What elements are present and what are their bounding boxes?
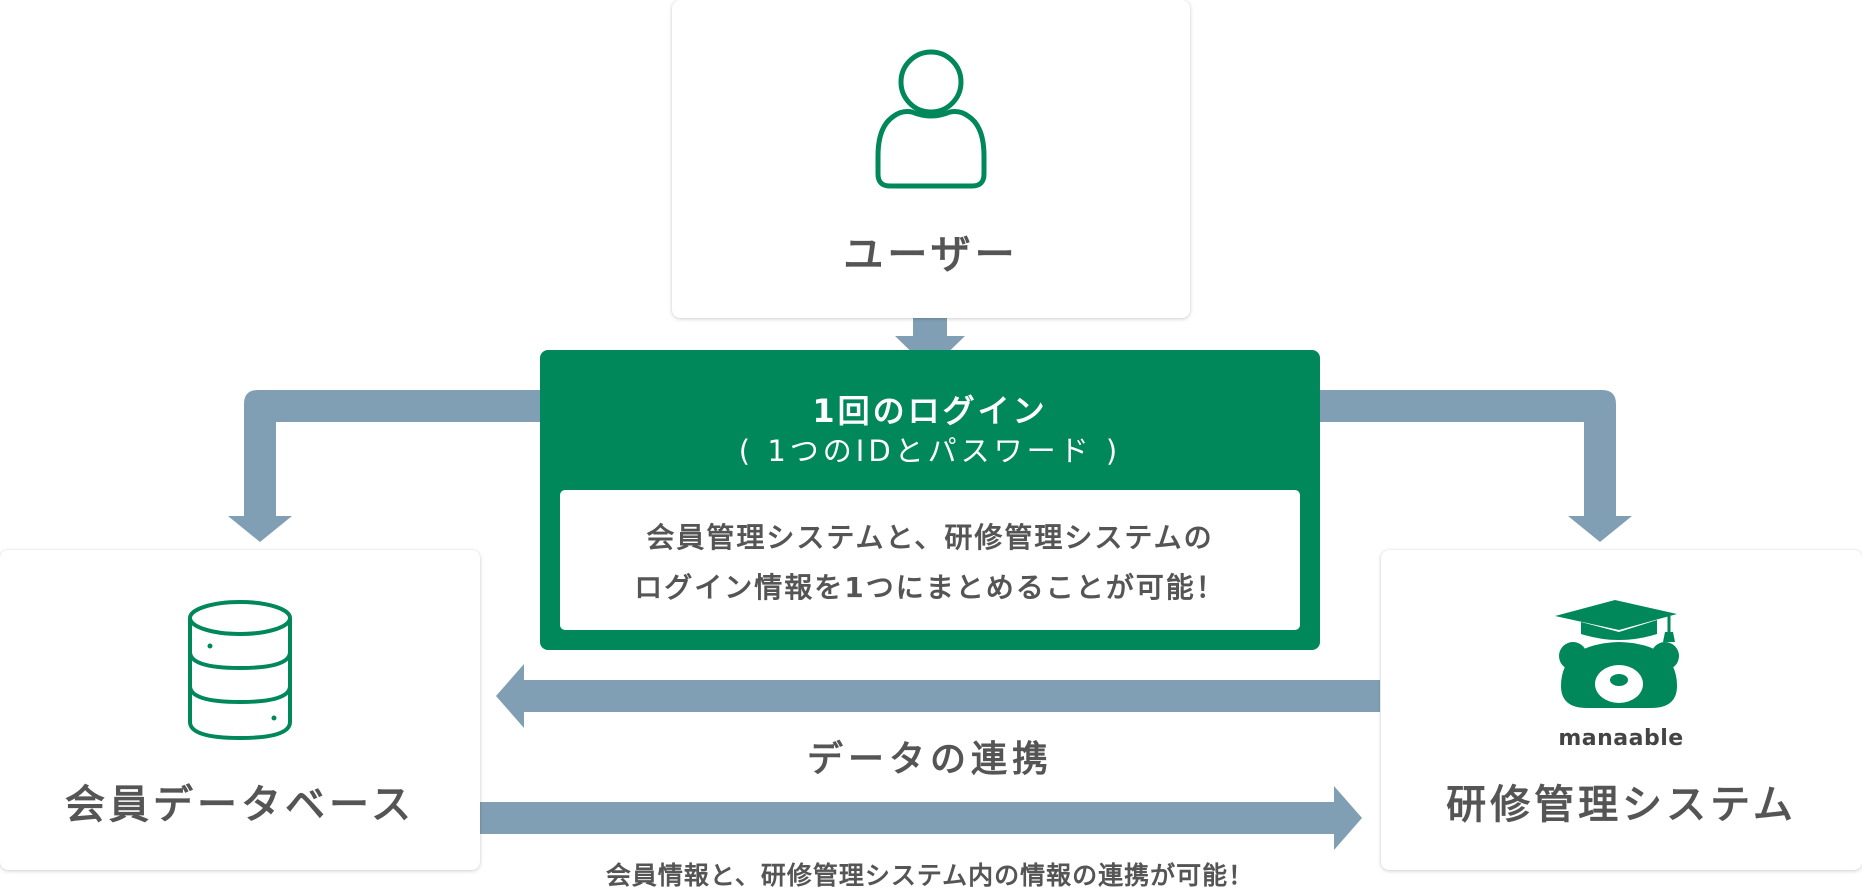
login-description-line-2: ログイン情報を1つにまとめることが可能！ <box>634 571 1226 604</box>
user-icon <box>875 49 987 189</box>
login-title: 1回のログイン <box>812 392 1048 430</box>
database-card: 会員データベース <box>0 550 480 870</box>
data-sync-label: データの連携 <box>806 739 1053 780</box>
database-label: 会員データベース <box>65 782 415 828</box>
user-label: ユーザー <box>843 232 1019 278</box>
arrow-sync-lms-to-database <box>496 664 1380 728</box>
arrow-login-to-database <box>228 390 540 542</box>
arrow-sync-database-to-lms <box>480 786 1362 850</box>
login-description-box: 会員管理システムと、研修管理システムの ログイン情報を1つにまとめることが可能！ <box>560 490 1300 630</box>
login-description-line-1: 会員管理システムと、研修管理システムの <box>646 521 1214 554</box>
data-sync-caption: 会員情報と、研修管理システム内の情報の連携が可能！ <box>605 861 1255 890</box>
login-subtitle: ( 1つのIDとパスワード ) <box>738 434 1122 468</box>
lms-card: 研修管理システム <box>1381 550 1862 870</box>
arrow-login-to-lms <box>1320 390 1632 542</box>
user-card: ユーザー <box>672 0 1190 318</box>
arrow-user-to-login <box>895 318 965 370</box>
single-login-panel: 1回のログイン ( 1つのIDとパスワード ) 会員管理システムと、研修管理シス… <box>540 350 1320 650</box>
manaable-logo-text: manaable <box>1558 726 1684 751</box>
database-icon <box>188 600 292 740</box>
lms-label: 研修管理システム <box>1446 782 1797 828</box>
manaable-logo-icon <box>1555 600 1679 708</box>
